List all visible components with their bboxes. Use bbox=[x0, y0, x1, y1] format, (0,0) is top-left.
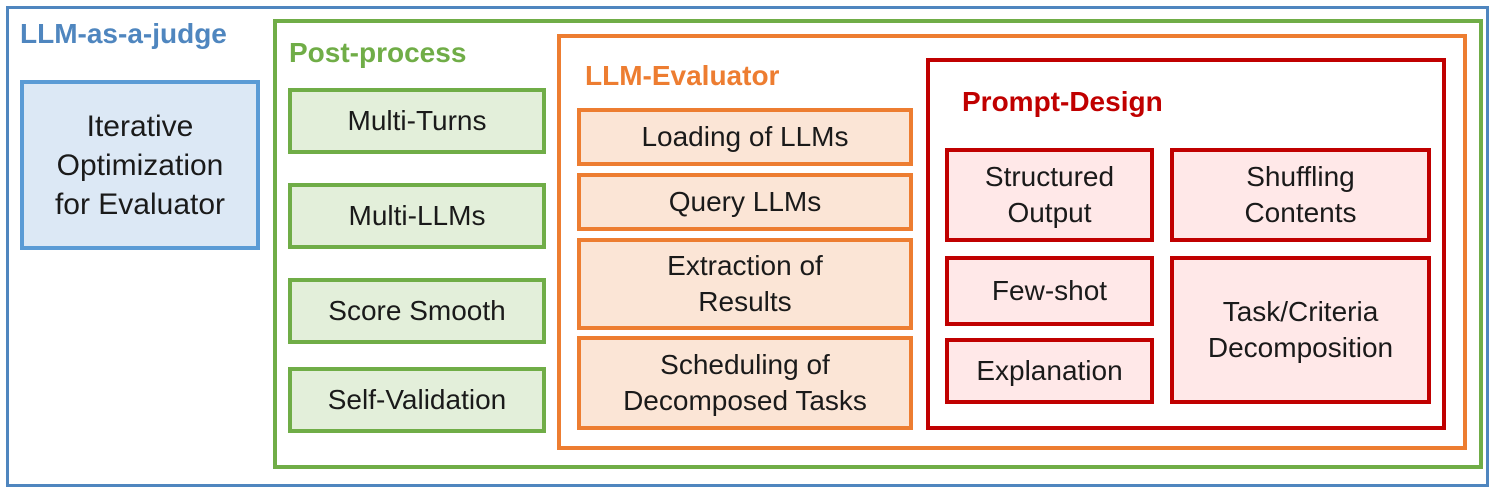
prompt-item-label: Shuffling Contents bbox=[1244, 160, 1357, 228]
post-process-item-label: Multi-Turns bbox=[347, 104, 487, 136]
iterative-optimization-box: Iterative Optimization for Evaluator bbox=[20, 80, 260, 250]
post-process-item-label: Self-Validation bbox=[327, 383, 507, 415]
post-process-item-label: Score Smooth bbox=[328, 294, 506, 326]
post-process-item-multi-llms: Multi-LLMs bbox=[288, 183, 546, 249]
prompt-item-explanation: Explanation bbox=[945, 338, 1154, 404]
evaluator-item-query: Query LLMs bbox=[577, 173, 913, 231]
llm-evaluator-frame bbox=[557, 34, 1467, 450]
evaluator-item-extraction: Extraction of Results bbox=[577, 238, 913, 330]
llm-as-a-judge-title: LLM-as-a-judge bbox=[20, 18, 227, 49]
prompt-item-task-criteria-decomposition: Task/Criteria Decomposition bbox=[1170, 256, 1431, 404]
llm-evaluator-title: LLM-Evaluator bbox=[585, 60, 780, 91]
prompt-item-label: Few-shot bbox=[991, 274, 1108, 306]
evaluator-item-scheduling: Scheduling of Decomposed Tasks bbox=[577, 336, 913, 430]
post-process-item-score-smooth: Score Smooth bbox=[288, 278, 546, 344]
iterative-optimization-label: Iterative Optimization for Evaluator bbox=[54, 109, 226, 221]
prompt-item-shuffling-contents: Shuffling Contents bbox=[1170, 148, 1431, 242]
evaluator-item-label: Extraction of Results bbox=[667, 249, 823, 317]
evaluator-item-loading: Loading of LLMs bbox=[577, 108, 913, 166]
prompt-item-label: Structured Output bbox=[984, 160, 1115, 228]
prompt-item-structured-output: Structured Output bbox=[945, 148, 1154, 242]
post-process-title: Post-process bbox=[289, 37, 467, 68]
prompt-item-label: Task/Criteria Decomposition bbox=[1207, 295, 1394, 363]
prompt-item-few-shot: Few-shot bbox=[945, 256, 1154, 326]
post-process-item-multi-turns: Multi-Turns bbox=[288, 88, 546, 154]
llm-as-a-judge-frame bbox=[6, 6, 1489, 487]
post-process-item-self-validation: Self-Validation bbox=[288, 367, 546, 433]
post-process-frame bbox=[273, 19, 1483, 469]
post-process-item-label: Multi-LLMs bbox=[348, 199, 486, 231]
prompt-design-title: Prompt-Design bbox=[962, 86, 1163, 117]
evaluator-item-label: Loading of LLMs bbox=[641, 120, 849, 152]
prompt-design-frame bbox=[926, 58, 1446, 430]
evaluator-item-label: Query LLMs bbox=[668, 185, 822, 217]
prompt-item-label: Explanation bbox=[976, 354, 1123, 386]
evaluator-item-label: Scheduling of Decomposed Tasks bbox=[623, 348, 867, 416]
